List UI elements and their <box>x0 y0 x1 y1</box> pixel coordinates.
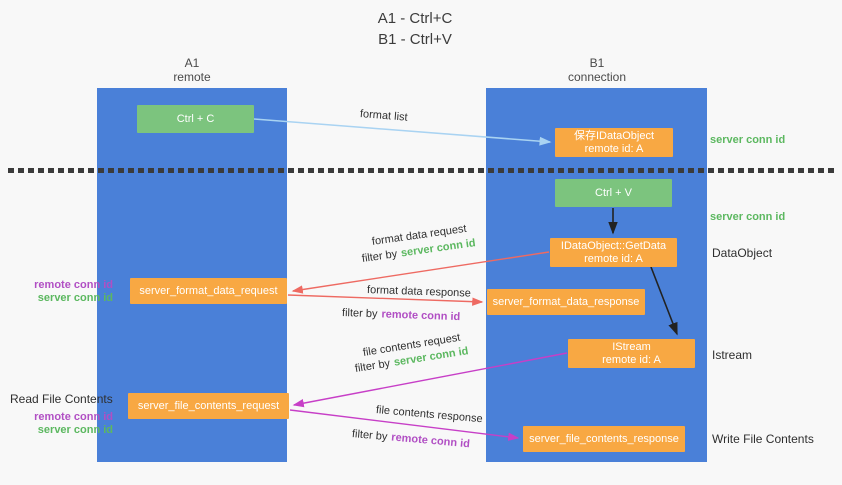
filter-by-prefix: filter by <box>351 428 388 444</box>
format-list-label: format list <box>359 108 409 124</box>
istream-annotation: Istream <box>712 348 753 362</box>
right-column-header: B1 connection <box>547 56 647 84</box>
server-file-contents-response-label: server_file_contents_response <box>529 432 679 445</box>
filter-by-prefix: filter by <box>341 307 378 321</box>
server-file-contents-response-node: server_file_contents_response <box>523 426 685 452</box>
save-idataobject-line2: remote id: A <box>584 142 644 155</box>
remote-conn-id-annotation: remote conn id <box>34 411 113 423</box>
left-column-header: A1 remote <box>142 56 242 84</box>
server-format-data-response-label: server_format_data_response <box>492 295 640 308</box>
server-format-data-response-node: server_format_data_response <box>487 289 645 315</box>
right-column-name: B1 <box>589 56 605 70</box>
istream-node: IStream remote id: A <box>568 339 695 368</box>
format-data-response-label: format data response <box>366 284 472 300</box>
filter-by-prefix: filter by <box>361 248 398 265</box>
ctrl-v-label: Ctrl + V <box>595 186 632 199</box>
server-file-contents-request-label: server_file_contents_request <box>137 399 280 412</box>
read-file-contents-annotation: Read File Contents <box>10 392 113 406</box>
file-request-conn-ids: remote conn id server conn id <box>17 411 113 437</box>
left-column-role: remote <box>173 70 211 84</box>
title-line-1: A1 - Ctrl+C <box>377 10 453 27</box>
dataobject-annotation: DataObject <box>712 246 773 260</box>
save-idataobject-node: 保存IDataObject remote id: A <box>555 128 673 157</box>
diagram-title: A1 - Ctrl+C B1 - Ctrl+V <box>320 8 510 50</box>
server-conn-id-annotation-top: server conn id <box>710 134 786 146</box>
server-conn-id-annotation: server conn id <box>37 292 113 304</box>
save-idataobject-line1: 保存IDataObject <box>573 129 655 142</box>
remote-conn-id-annotation: remote conn id <box>34 279 113 291</box>
machine-boundary-dotted-line <box>8 168 834 173</box>
left-column-name: A1 <box>184 56 200 70</box>
ctrl-c-label: Ctrl + C <box>176 112 215 125</box>
server-conn-id-annotation-mid: server conn id <box>710 211 786 223</box>
write-file-contents-annotation: Write File Contents <box>712 432 814 446</box>
idataobject-getdata-node: IDataObject::GetData remote id: A <box>550 238 677 267</box>
istream-line2: remote id: A <box>602 353 661 366</box>
getdata-line1: IDataObject::GetData <box>560 239 667 252</box>
istream-line1: IStream <box>612 340 651 353</box>
ctrl-v-node: Ctrl + V <box>555 179 672 207</box>
remote-conn-id-key: remote conn id <box>381 308 461 324</box>
filter-by-prefix: filter by <box>354 357 391 375</box>
format-request-conn-ids: remote conn id server conn id <box>17 279 113 305</box>
server-conn-id-annotation: server conn id <box>37 424 113 436</box>
getdata-line2: remote id: A <box>584 252 643 265</box>
server-format-data-request-node: server_format_data_request <box>130 278 287 304</box>
remote-conn-id-key: remote conn id <box>390 431 471 451</box>
server-format-data-request-label: server_format_data_request <box>139 284 278 297</box>
file-contents-response-label: file contents response <box>375 404 484 426</box>
title-line-2: B1 - Ctrl+V <box>378 31 452 48</box>
server-file-contents-request-node: server_file_contents_request <box>128 393 289 419</box>
ctrl-c-node: Ctrl + C <box>137 105 254 133</box>
right-column-role: connection <box>567 70 627 84</box>
